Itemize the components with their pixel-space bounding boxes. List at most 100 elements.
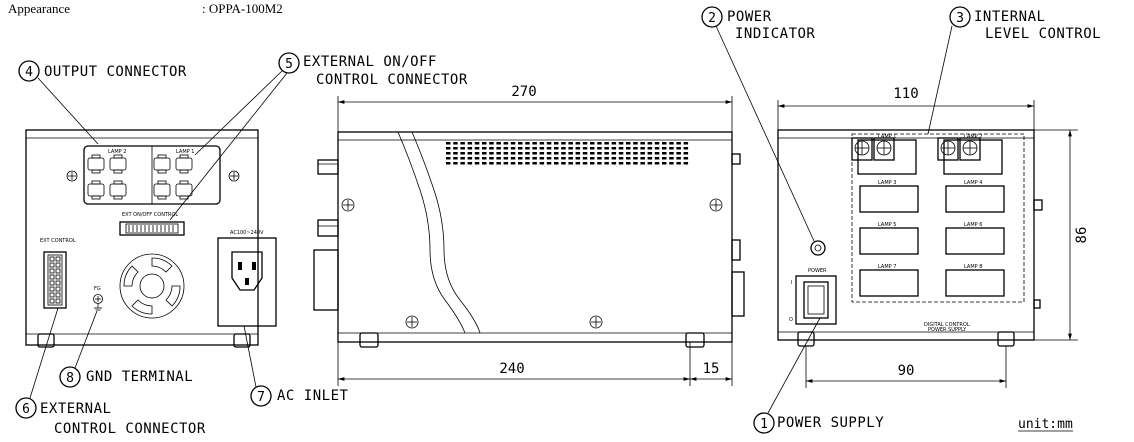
callout-5-text2: CONTROL CONNECTOR xyxy=(316,72,468,88)
level-knob-icon xyxy=(959,137,981,161)
ext-control-label: EXT CONTROL xyxy=(40,238,76,244)
svg-text:4: 4 xyxy=(25,65,33,80)
power-switch[interactable] xyxy=(795,275,837,325)
ac-rating-label: AC100~240V xyxy=(230,230,264,236)
brand-line2: POWER SUPPLY xyxy=(928,327,967,333)
level-knob-icon xyxy=(937,137,959,161)
callout-6-text2: CONTROL CONNECTOR xyxy=(54,421,206,437)
svg-text:LAMP 5: LAMP 5 xyxy=(878,222,896,228)
power-indicator-icon xyxy=(810,240,826,256)
foot xyxy=(359,332,379,348)
callout-5: 5 EXTERNAL ON/OFF CONTROL CONNECTOR xyxy=(169,52,468,221)
screw-icon xyxy=(228,170,240,182)
svg-text:LAMP 8: LAMP 8 xyxy=(964,264,982,270)
callout-3-text1: INTERNAL xyxy=(974,9,1045,25)
foot xyxy=(685,332,705,348)
svg-text:2: 2 xyxy=(708,11,716,26)
output-connector-port xyxy=(87,180,105,200)
screw-icon xyxy=(341,198,355,212)
screw-icon xyxy=(589,315,603,329)
svg-text:3: 3 xyxy=(956,11,964,26)
level-knob-icon xyxy=(873,137,895,161)
output-connector-panel: LAMP 2 LAMP 1 xyxy=(83,145,221,205)
right-view: LAMP 1 LAMP 2 LAMP 3 LAMP 4 LAMP 5 LAMP 6 LAMP… xyxy=(777,86,1090,388)
svg-text:LAMP 3: LAMP 3 xyxy=(878,180,896,186)
foot xyxy=(233,333,251,348)
callout-3: 3 INTERNAL LEVEL CONTROL xyxy=(927,6,1101,135)
callout-2-text2: INDICATOR xyxy=(735,26,815,42)
dim-15: 15 xyxy=(703,361,720,377)
ext-control-connector xyxy=(43,251,67,309)
svg-text:6: 6 xyxy=(22,402,30,417)
lamp-slot: LAMP 5 xyxy=(859,222,919,255)
callout-8-text: GND TERMINAL xyxy=(86,369,193,385)
callout-1-text: POWER SUPPLY xyxy=(777,415,884,431)
dim-110: 110 xyxy=(893,86,918,102)
ext-onoff-connector xyxy=(119,221,185,236)
ext-onoff-label: EXT ON/OFF CONTROL xyxy=(122,212,178,218)
output-connector-port xyxy=(87,154,105,174)
svg-text:8: 8 xyxy=(66,371,74,386)
lamp-slot: LAMP 2 xyxy=(964,134,982,140)
callout-2-text1: POWER xyxy=(727,9,772,25)
gnd-terminal-icon xyxy=(93,294,103,311)
svg-text:7: 7 xyxy=(257,390,265,405)
lamp-slot: LAMP 1 xyxy=(878,134,896,140)
dim-90: 90 xyxy=(898,363,915,379)
svg-text:LAMP 1: LAMP 1 xyxy=(878,134,896,140)
side-view: 270 240 15 xyxy=(313,84,745,386)
svg-text:1: 1 xyxy=(760,417,768,432)
level-knob-icon xyxy=(851,137,873,161)
callout-3-text2: LEVEL CONTROL xyxy=(985,26,1101,42)
output-connector-port xyxy=(175,180,193,200)
foot xyxy=(997,331,1015,347)
output-connector-port xyxy=(109,154,127,174)
screw-icon xyxy=(709,198,723,212)
output-connector-port xyxy=(175,154,193,174)
switch-off-mark: O xyxy=(789,317,793,323)
power-label: POWER xyxy=(808,268,827,274)
right-panel-outline xyxy=(777,129,1035,341)
callout-4-text: OUTPUT CONNECTOR xyxy=(44,64,187,80)
dim-240: 240 xyxy=(499,361,524,377)
svg-text:LAMP 7: LAMP 7 xyxy=(878,264,896,270)
dim-270: 270 xyxy=(511,84,536,100)
svg-text:LAMP 4: LAMP 4 xyxy=(964,180,982,186)
output-connector-port xyxy=(109,180,127,200)
lamp1-label: LAMP 1 xyxy=(176,149,194,155)
fan-guard-icon xyxy=(119,253,185,319)
callout-2: 2 POWER INDICATOR xyxy=(701,6,815,242)
screw-icon xyxy=(66,170,78,182)
level-control-area xyxy=(851,133,1025,303)
callout-8: 8 GND TERMINAL xyxy=(59,310,193,388)
lamp-slot: LAMP 7 xyxy=(859,264,919,297)
model-number: : OPPA-100M2 xyxy=(202,1,283,16)
fg-label: FG xyxy=(94,286,101,292)
vent-grille xyxy=(446,142,689,165)
svg-text:LAMP 2: LAMP 2 xyxy=(964,134,982,140)
callout-7: 7 AC INLET xyxy=(243,325,349,407)
callout-7-text: AC INLET xyxy=(277,388,349,404)
lamp-slot: LAMP 6 xyxy=(945,222,1005,255)
svg-text:5: 5 xyxy=(285,57,293,72)
output-connector-port xyxy=(153,154,171,174)
dim-86: 86 xyxy=(1074,227,1090,244)
lamp-slot: LAMP 4 xyxy=(945,180,1005,213)
callout-6-text1: EXTERNAL xyxy=(40,401,111,417)
callout-5-text1: EXTERNAL ON/OFF xyxy=(303,54,437,70)
lamp2-label: LAMP 2 xyxy=(108,149,126,155)
lamp-slot: LAMP 8 xyxy=(945,264,1005,297)
screw-icon xyxy=(405,315,419,329)
side-body-outline xyxy=(337,131,733,343)
svg-text:LAMP 6: LAMP 6 xyxy=(964,222,982,228)
brand-line1: DIGITAL CONTROL xyxy=(924,322,970,328)
callout-4: 4 OUTPUT CONNECTOR xyxy=(18,60,187,145)
lamp-slot: LAMP 3 xyxy=(859,180,919,213)
ac-inlet xyxy=(217,237,277,327)
callout-1: 1 POWER SUPPLY xyxy=(753,317,884,434)
switch-on-mark: I xyxy=(791,280,792,286)
callout-6: 6 EXTERNAL CONTROL CONNECTOR xyxy=(15,307,206,437)
output-connector-port xyxy=(153,180,171,200)
